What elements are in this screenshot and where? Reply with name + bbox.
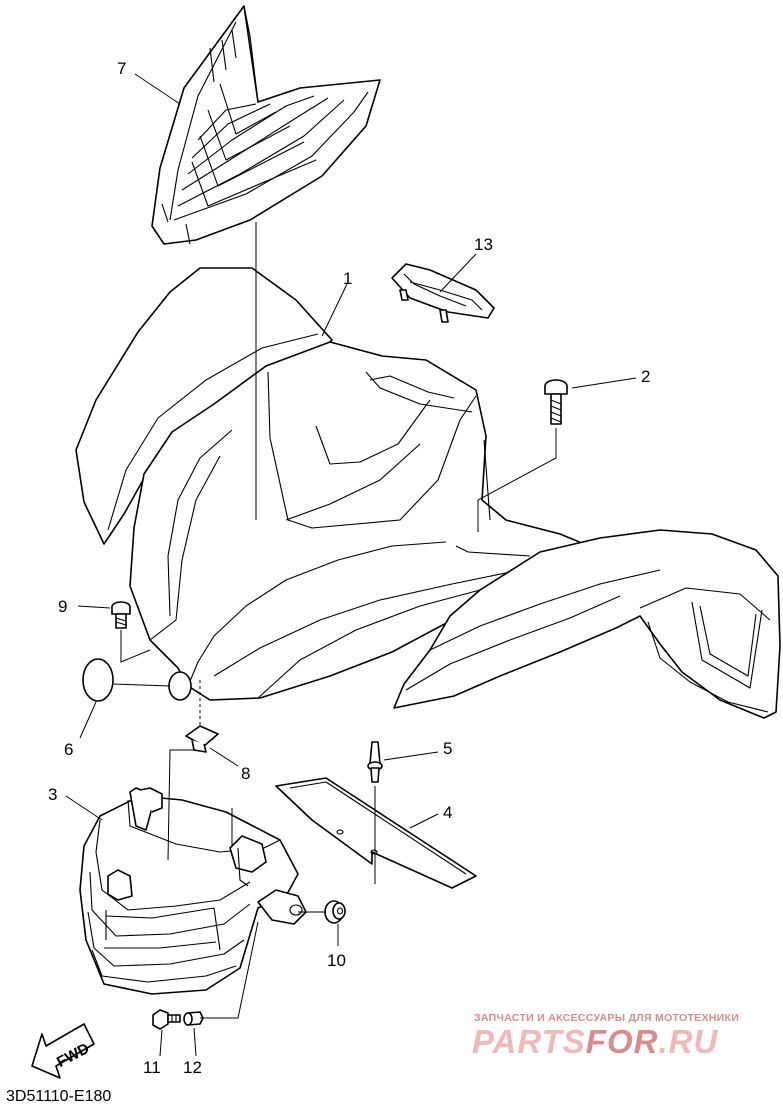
part-6-reflector[interactable] xyxy=(82,658,192,702)
assembly-lines xyxy=(111,222,557,1019)
part-8-clip-nut[interactable] xyxy=(185,725,219,753)
callout-5[interactable]: 5 xyxy=(443,739,452,758)
callout-9[interactable]: 9 xyxy=(58,597,67,616)
watermark-logo: PARTSFOR.RU xyxy=(472,1023,718,1060)
callout-11[interactable]: 11 xyxy=(143,1058,161,1077)
callout-6[interactable]: 6 xyxy=(64,740,73,759)
callout-3[interactable]: 3 xyxy=(48,785,57,804)
callout-8[interactable]: 8 xyxy=(241,764,250,783)
part-2-bolt[interactable] xyxy=(544,379,568,425)
watermark: ЗАПЧАСТИ И АКСЕССУАРЫ ДЛЯ МОТОТЕХНИКИ PA… xyxy=(472,1012,739,1060)
callout-2[interactable]: 2 xyxy=(641,367,650,386)
callout-labels: 7 13 1 2 9 6 8 5 3 4 10 11 12 xyxy=(48,59,650,1077)
callout-1[interactable]: 1 xyxy=(343,269,352,288)
part-7-front-grille[interactable] xyxy=(151,5,381,245)
callout-12[interactable]: 12 xyxy=(183,1058,202,1077)
watermark-logo-parts: PARTS xyxy=(472,1023,586,1060)
callout-10[interactable]: 10 xyxy=(327,951,346,970)
part-1-front-fender[interactable] xyxy=(75,267,781,719)
leader-lines xyxy=(65,73,637,1057)
part-3-headlight-housing[interactable] xyxy=(79,787,307,995)
part-13-emblem-plate[interactable] xyxy=(391,263,495,323)
callout-13[interactable]: 13 xyxy=(474,235,493,254)
fwd-arrow: FWD xyxy=(31,1023,95,1079)
diagram-code: 3D51110-E180 xyxy=(6,1088,111,1105)
callout-7[interactable]: 7 xyxy=(117,59,126,78)
watermark-tagline: ЗАПЧАСТИ И АКСЕССУАРЫ ДЛЯ МОТОТЕХНИКИ xyxy=(474,1012,739,1024)
part-11-bolt[interactable] xyxy=(152,1009,181,1030)
part-4-plate[interactable] xyxy=(275,777,477,889)
part-9-screw[interactable] xyxy=(111,601,131,629)
watermark-logo-for: FOR xyxy=(586,1023,659,1060)
part-12-collar[interactable] xyxy=(183,1011,204,1026)
watermark-logo-ru: .RU xyxy=(658,1023,718,1060)
part-10-grommet[interactable] xyxy=(324,900,346,924)
callout-4[interactable]: 4 xyxy=(443,803,452,822)
part-5-rivet[interactable] xyxy=(367,741,383,783)
